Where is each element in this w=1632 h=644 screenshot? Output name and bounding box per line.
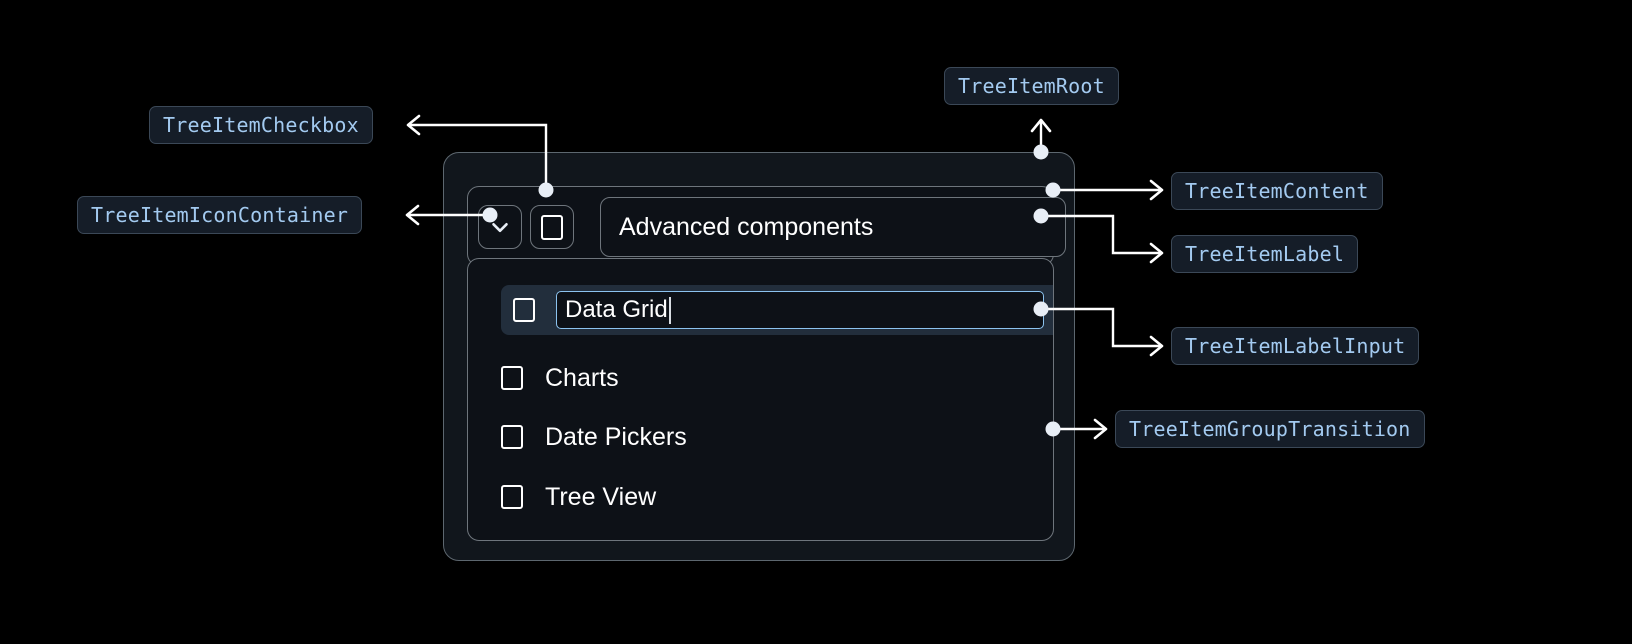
- tree-item-date-pickers[interactable]: Date Pickers: [501, 414, 687, 460]
- label-input-value: Data Grid: [565, 296, 668, 323]
- chevron-down-icon: [487, 214, 513, 240]
- annotation-tree-item-root: TreeItemRoot: [944, 67, 1119, 105]
- annotation-tree-item-content: TreeItemContent: [1171, 172, 1383, 210]
- checkbox-unchecked-icon[interactable]: [501, 485, 523, 509]
- text-caret: [668, 296, 671, 324]
- tree-item-icon-container[interactable]: [478, 205, 522, 249]
- arrowhead-tree-item-checkbox: [406, 114, 421, 136]
- checkbox-unchecked-icon: [541, 214, 563, 240]
- tree-item-content[interactable]: Advanced components: [467, 186, 1066, 266]
- annotation-tree-item-icon-container: TreeItemIconContainer: [77, 196, 363, 234]
- arrowhead-tree-item-label: [1149, 242, 1164, 264]
- tree-item-label: Advanced components: [600, 197, 1066, 257]
- tree-item-charts[interactable]: Charts: [501, 355, 619, 401]
- arrowhead-tree-item-content: [1149, 179, 1164, 201]
- arrowhead-tree-item-icon-container: [405, 204, 420, 226]
- tree-item-editing-row[interactable]: Data Grid: [501, 285, 1053, 335]
- checkbox-unchecked-icon[interactable]: [501, 366, 523, 390]
- annotation-tree-item-group-transition: TreeItemGroupTransition: [1115, 410, 1425, 448]
- tree-item-tree-view[interactable]: Tree View: [501, 474, 656, 520]
- tree-item-label-input[interactable]: Data Grid: [556, 291, 1044, 329]
- tree-item-checkbox[interactable]: [530, 205, 574, 249]
- checkbox-unchecked-icon[interactable]: [513, 298, 535, 322]
- tree-item-label: Charts: [545, 363, 619, 392]
- arrowhead-tree-item-root: [1030, 118, 1052, 133]
- annotation-tree-item-label-input: TreeItemLabelInput: [1171, 327, 1420, 365]
- tree-item-label: Tree View: [545, 482, 657, 511]
- arrowhead-tree-item-group-transition: [1093, 418, 1108, 440]
- arrowhead-tree-item-label-input: [1149, 335, 1164, 357]
- annotation-tree-item-checkbox: TreeItemCheckbox: [149, 106, 373, 144]
- tree-item-root[interactable]: Advanced components Data Grid Charts Dat…: [443, 152, 1075, 561]
- annotation-tree-item-label: TreeItemLabel: [1171, 235, 1359, 273]
- tree-item-label: Date Pickers: [545, 422, 687, 451]
- checkbox-unchecked-icon[interactable]: [501, 425, 523, 449]
- tree-item-group-transition: Data Grid Charts Date Pickers Tree View: [467, 258, 1054, 541]
